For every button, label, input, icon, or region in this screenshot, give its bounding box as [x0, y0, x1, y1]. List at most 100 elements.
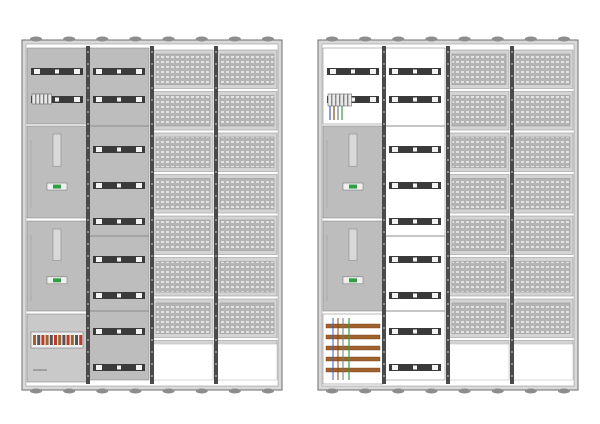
- bottom-fixing-bump: [558, 388, 570, 394]
- divider-bar: [510, 46, 514, 384]
- divider-hole: [151, 75, 153, 77]
- divider-hole: [383, 51, 385, 53]
- divider-hole: [87, 63, 89, 65]
- column-divider: [446, 46, 450, 384]
- meter-mounting-slot: [52, 133, 62, 167]
- copper-busbar: [325, 367, 381, 373]
- divider-hole: [511, 111, 513, 113]
- top-fixing-bump: [326, 36, 338, 42]
- divider-hole: [511, 75, 513, 77]
- din-rail-end: [330, 69, 336, 74]
- bottom-fixing-bump: [195, 388, 208, 394]
- din-rail-end: [96, 365, 102, 370]
- divider-hole: [87, 99, 89, 101]
- plate-perforation: [451, 136, 507, 168]
- divider-hole: [151, 351, 153, 353]
- divider-hole: [87, 291, 89, 293]
- din-rail-end: [432, 365, 438, 370]
- divider-hole: [383, 207, 385, 209]
- divider-hole: [87, 375, 89, 377]
- meter-panel: [322, 220, 384, 312]
- din-rail-mark: [413, 219, 417, 224]
- bottom-fixing-bump: [392, 388, 405, 394]
- din-rail-end: [432, 219, 438, 224]
- divider-hole: [215, 219, 217, 221]
- din-rail-end: [96, 183, 102, 188]
- plate-perforation: [155, 95, 211, 127]
- din-rail-mark: [117, 365, 121, 370]
- meter-panel: [26, 125, 88, 219]
- divider-hole: [87, 363, 89, 365]
- divider-hole: [511, 291, 513, 293]
- divider-hole: [151, 267, 153, 269]
- perforated-plate: [448, 91, 510, 131]
- din-rail-mark: [413, 365, 417, 370]
- divider-hole: [215, 315, 217, 317]
- top-fixing-bump: [392, 36, 405, 42]
- divider-hole: [87, 147, 89, 149]
- top-fixing-bump: [359, 36, 372, 42]
- divider-hole: [87, 255, 89, 257]
- divider-hole: [87, 303, 89, 305]
- divider-hole: [151, 159, 153, 161]
- plate-perforation: [155, 53, 211, 85]
- perforated-plate: [512, 91, 574, 131]
- divider-hole: [151, 207, 153, 209]
- top-fixing-bump: [129, 36, 142, 42]
- divider-hole: [383, 339, 385, 341]
- din-rail-mark: [117, 257, 121, 262]
- bottom-fixing-bump: [162, 388, 175, 394]
- divider-hole: [151, 183, 153, 185]
- divider-hole: [87, 339, 89, 341]
- divider-hole: [215, 195, 217, 197]
- divider-hole: [87, 123, 89, 125]
- din-rail-mark: [117, 293, 121, 298]
- plate-perforation: [155, 219, 211, 251]
- terminal: [37, 335, 41, 345]
- top-fixing-bump: [425, 36, 438, 42]
- din-rail-end: [136, 293, 142, 298]
- din-rail-end: [136, 329, 142, 334]
- divider-hole: [511, 363, 513, 365]
- divider-hole: [447, 291, 449, 293]
- divider-hole: [215, 351, 217, 353]
- divider-hole: [215, 207, 217, 209]
- din-rail: [389, 218, 441, 225]
- divider-bar: [382, 46, 386, 384]
- divider-hole: [151, 87, 153, 89]
- column-divider: [150, 46, 154, 384]
- bottom-fixing-bump: [63, 388, 76, 394]
- divider-hole: [383, 75, 385, 77]
- divider-hole: [87, 279, 89, 281]
- bottom-fixing-bump: [491, 388, 504, 394]
- perforated-plate: [216, 298, 278, 338]
- din-rail: [31, 68, 83, 75]
- top-fixing-bump: [262, 36, 274, 42]
- divider-hole: [87, 219, 89, 221]
- plate-perforation: [515, 53, 571, 85]
- din-rail: [389, 292, 441, 299]
- din-rail-mark: [117, 147, 121, 152]
- plate-perforation: [515, 136, 571, 168]
- divider-hole: [447, 87, 449, 89]
- din-rail-end: [432, 147, 438, 152]
- perforated-plate: [152, 298, 214, 338]
- divider-hole: [447, 243, 449, 245]
- meter-mounting-slot: [52, 228, 62, 261]
- plate-perforation: [451, 53, 507, 85]
- plate-perforation: [219, 53, 275, 85]
- din-rail-mark: [413, 183, 417, 188]
- divider-hole: [447, 195, 449, 197]
- plate-perforation: [451, 178, 507, 210]
- din-rail-mark: [413, 147, 417, 152]
- terminal: [33, 335, 36, 345]
- din-rail-mark: [413, 329, 417, 334]
- column-2: [384, 47, 446, 381]
- bottom-fixing-bump: [425, 388, 438, 394]
- divider-hole: [511, 195, 513, 197]
- din-rail-end: [74, 69, 80, 74]
- din-rail-mark: [117, 97, 121, 102]
- bottom-fixing-bump: [359, 388, 372, 394]
- terminal: [49, 335, 53, 345]
- plate-perforation: [515, 95, 571, 127]
